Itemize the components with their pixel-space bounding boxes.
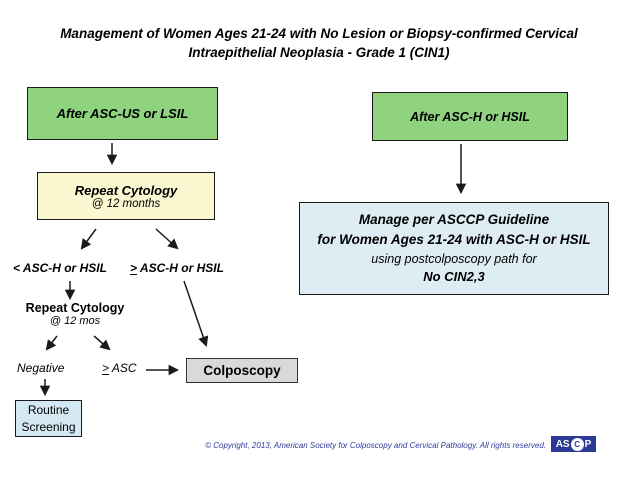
manage-line3: using postcolposcopy path for — [371, 251, 537, 266]
branch-label-ge-asch: > ASC-H or HSIL — [130, 261, 224, 275]
node-after-ascus-label: After ASC-US or LSIL — [56, 106, 189, 121]
repeat-cytology2-subtitle: @ 12 mos — [49, 315, 101, 327]
ge-symbol: > — [130, 261, 138, 275]
manage-line4: No CIN2,3 — [423, 268, 485, 284]
branch-label-less-than-asch: < ASC-H or HSIL — [13, 261, 107, 275]
routine-line1: Routine — [27, 403, 70, 418]
routine-line2: Screening — [21, 419, 76, 434]
repeat-cytology-subtitle: @ 12 months — [91, 197, 161, 210]
node-manage-per-asccp: Manage per ASCCP Guideline for Women Age… — [299, 202, 609, 295]
node-after-asch-or-hsil: After ASC-H or HSIL — [372, 92, 568, 141]
branch-label-negative: Negative — [17, 361, 65, 375]
repeat-cytology-title: Repeat Cytology — [74, 182, 178, 198]
ge-asc-label: ASC — [109, 361, 137, 375]
asccp-logo-as: AS — [555, 438, 570, 450]
node-routine-screening: Routine Screening — [15, 400, 82, 437]
ge-label: ASC-H or HSIL — [137, 261, 224, 275]
repeat-cytology2-title: Repeat Cytology — [25, 301, 125, 315]
page-title-line2: Intraepithelial Neoplasia - Grade 1 (CIN… — [188, 45, 450, 60]
ge-asc-symbol: > — [102, 361, 110, 375]
arrow-repeat2-to-geasc — [93, 335, 111, 351]
arrow-repeat-to-less — [80, 228, 97, 250]
node-repeat-cytology-12-mos: Repeat Cytology @ 12 mos — [15, 301, 135, 327]
branch-label-ge-asc: > ASC — [102, 361, 137, 375]
manage-line2: for Women Ages 21-24 with ASC-H or HSIL — [317, 232, 591, 248]
arrow-ge-to-colposcopy — [183, 280, 209, 347]
arrow-repeat-to-ge — [155, 228, 179, 250]
node-colposcopy: Colposcopy — [186, 358, 298, 383]
page-title-line1: Management of Women Ages 21-24 with No L… — [60, 26, 578, 41]
node-after-asch-label: After ASC-H or HSIL — [410, 109, 530, 124]
asccp-logo-p: P — [584, 438, 592, 450]
asccp-logo: AS C P — [551, 436, 596, 452]
asccp-logo-c-icon: C — [570, 437, 584, 451]
node-repeat-cytology-12-months: Repeat Cytology @ 12 months — [37, 172, 215, 220]
arrow-repeat2-to-negative — [45, 335, 58, 351]
manage-line1: Manage per ASCCP Guideline — [358, 212, 550, 228]
page-title: Management of Women Ages 21-24 with No L… — [0, 24, 638, 62]
copyright-text: © Copyright, 2013, American Society for … — [205, 441, 546, 450]
colposcopy-label: Colposcopy — [203, 363, 281, 378]
node-after-ascus-or-lsil: After ASC-US or LSIL — [27, 87, 218, 140]
